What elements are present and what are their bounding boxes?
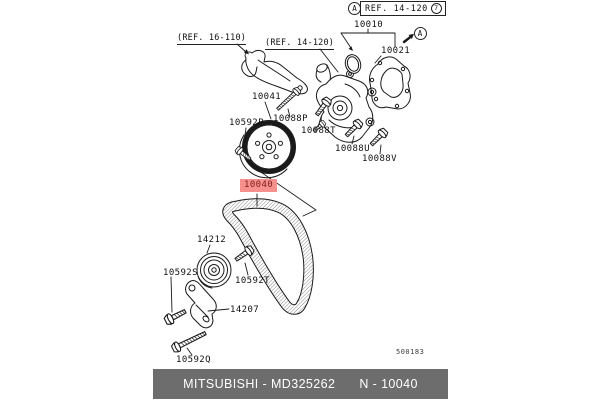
leader-lines: [170, 28, 396, 356]
gasket-outline: [369, 56, 411, 110]
part-label-14207: 14207: [230, 305, 260, 315]
header-ref-label: REF. 14-120: [365, 3, 428, 14]
sheet-code: 500183: [396, 348, 425, 356]
footer-figure-ref: N - 10040: [359, 377, 418, 391]
crank-pulley: [238, 120, 296, 179]
part-label-10088P: 10088P: [273, 114, 308, 124]
ref-callout-16-110: (REF. 16-110): [177, 33, 247, 45]
part-label-10088U: 10088U: [335, 144, 370, 154]
part-label-10592P: 10592P: [229, 118, 264, 128]
direction-arrow: [408, 33, 414, 39]
o-ring: [344, 54, 362, 74]
part-label-10010: 10010: [354, 20, 384, 30]
direction-arrow-tail: [402, 36, 412, 44]
part-label-10041: 10041: [252, 92, 282, 102]
part-label-10088T: 10088T: [301, 126, 336, 136]
ref-callout-14-120: (REF. 14-120): [265, 38, 335, 50]
tensioner-bracket: [185, 280, 217, 329]
bolt-10592T: [232, 243, 256, 265]
header-ref-box: REF. 14-120 7: [360, 1, 446, 16]
header-ref-index: 7: [430, 3, 442, 14]
leader-arrowheads: [243, 33, 414, 55]
part-label-10592S: 10592S: [163, 268, 198, 278]
bolt-10088V: [367, 126, 390, 149]
bolt-10592Q: [170, 327, 209, 355]
bolt-10592S: [162, 305, 189, 327]
part-label-10592Q: 10592Q: [176, 355, 211, 365]
tensioner-pulley: [196, 252, 232, 289]
footer-brand-part: MITSUBISHI - MD325262: [183, 377, 336, 391]
footer-bar: MITSUBISHI - MD325262 N - 10040: [153, 369, 448, 399]
direction-marker-a-2: A: [413, 26, 427, 40]
drive-belt: [222, 198, 314, 315]
part-label-14212: 14212: [197, 235, 227, 245]
part-label-10040-highlighted: 10040: [240, 179, 278, 192]
part-label-10021: 10021: [381, 46, 411, 56]
part-label-10592T: 10592T: [235, 276, 270, 286]
part-label-10088V: 10088V: [362, 154, 397, 164]
